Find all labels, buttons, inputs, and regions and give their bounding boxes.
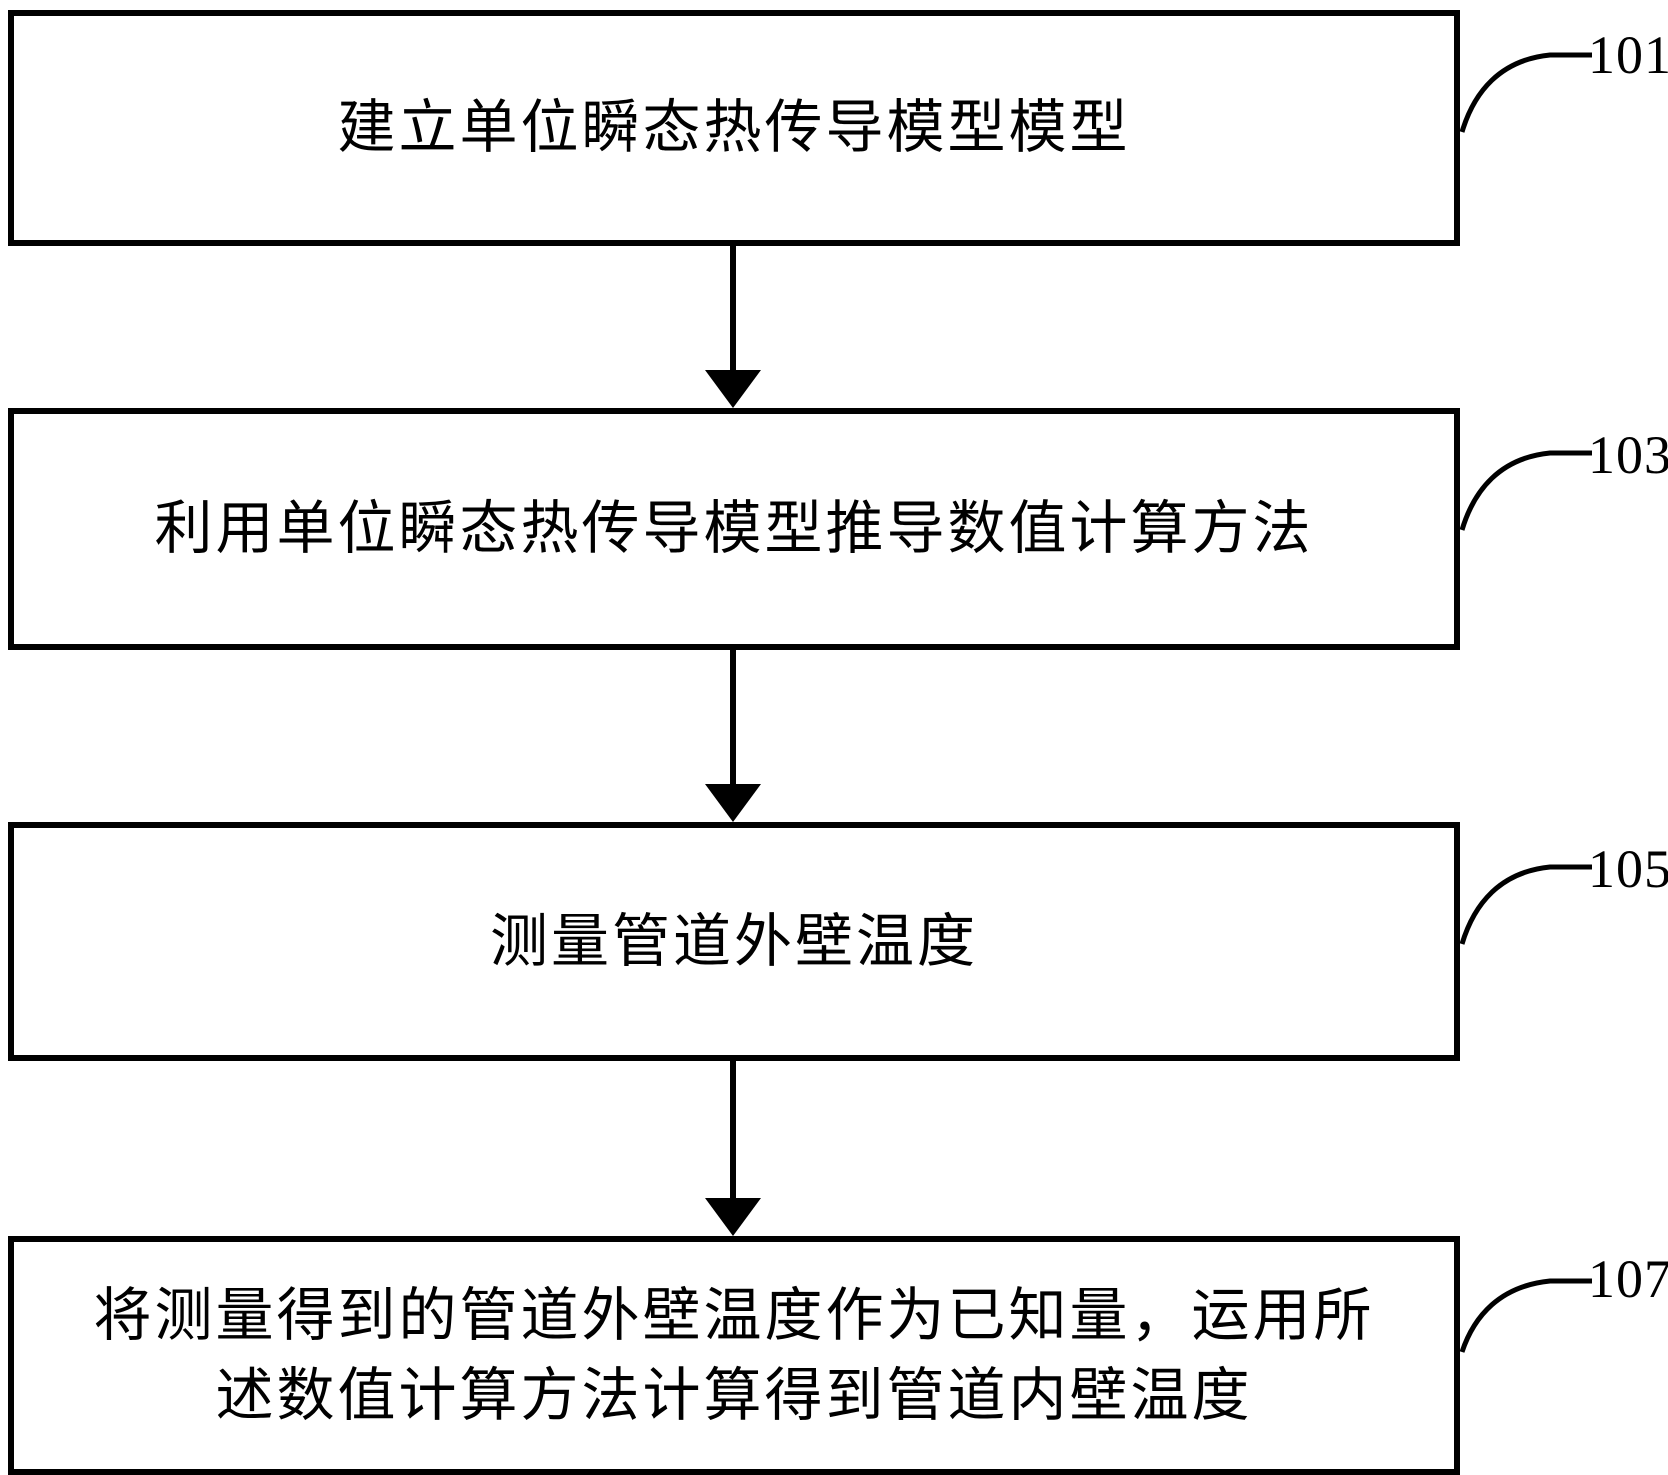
step-box-103: 利用单位瞬态热传导模型推导数值计算方法 xyxy=(8,408,1460,650)
step-text-107-line-2: 述数值计算方法计算得到管道内壁温度 xyxy=(215,1362,1253,1428)
arrow-shaft xyxy=(730,246,736,376)
arrow-shaft xyxy=(730,1061,736,1204)
connector-arrow-2 xyxy=(705,650,761,822)
down-arrow-icon xyxy=(705,370,761,408)
connector-arrow-1 xyxy=(705,246,761,408)
step-box-107: 将测量得到的管道外壁温度作为已知量，运用所 述数值计算方法计算得到管道内壁温度 xyxy=(8,1236,1460,1475)
down-arrow-icon xyxy=(705,784,761,822)
ref-label-105: 105 xyxy=(1588,839,1668,899)
connector-arrow-3 xyxy=(705,1061,761,1236)
leader-line-103 xyxy=(1459,450,1592,531)
step-text-103: 利用单位瞬态热传导模型推导数值计算方法 xyxy=(154,496,1314,561)
arrow-shaft xyxy=(730,650,736,790)
step-text-101: 建立单位瞬态热传导模型模型 xyxy=(337,95,1131,160)
leader-line-107 xyxy=(1459,1278,1592,1353)
ref-label-107: 107 xyxy=(1588,1249,1668,1309)
step-box-101: 建立单位瞬态热传导模型模型 xyxy=(8,10,1460,246)
ref-label-101: 101 xyxy=(1588,25,1668,85)
step-text-105: 测量管道外壁温度 xyxy=(489,908,978,974)
down-arrow-icon xyxy=(705,1198,761,1236)
ref-label-103: 103 xyxy=(1588,425,1668,485)
step-text-107-line-1: 将测量得到的管道外壁温度作为已知量，运用所 xyxy=(93,1282,1375,1348)
leader-line-105 xyxy=(1459,864,1592,945)
leader-line-101 xyxy=(1459,52,1592,133)
step-box-105: 测量管道外壁温度 xyxy=(8,822,1460,1061)
